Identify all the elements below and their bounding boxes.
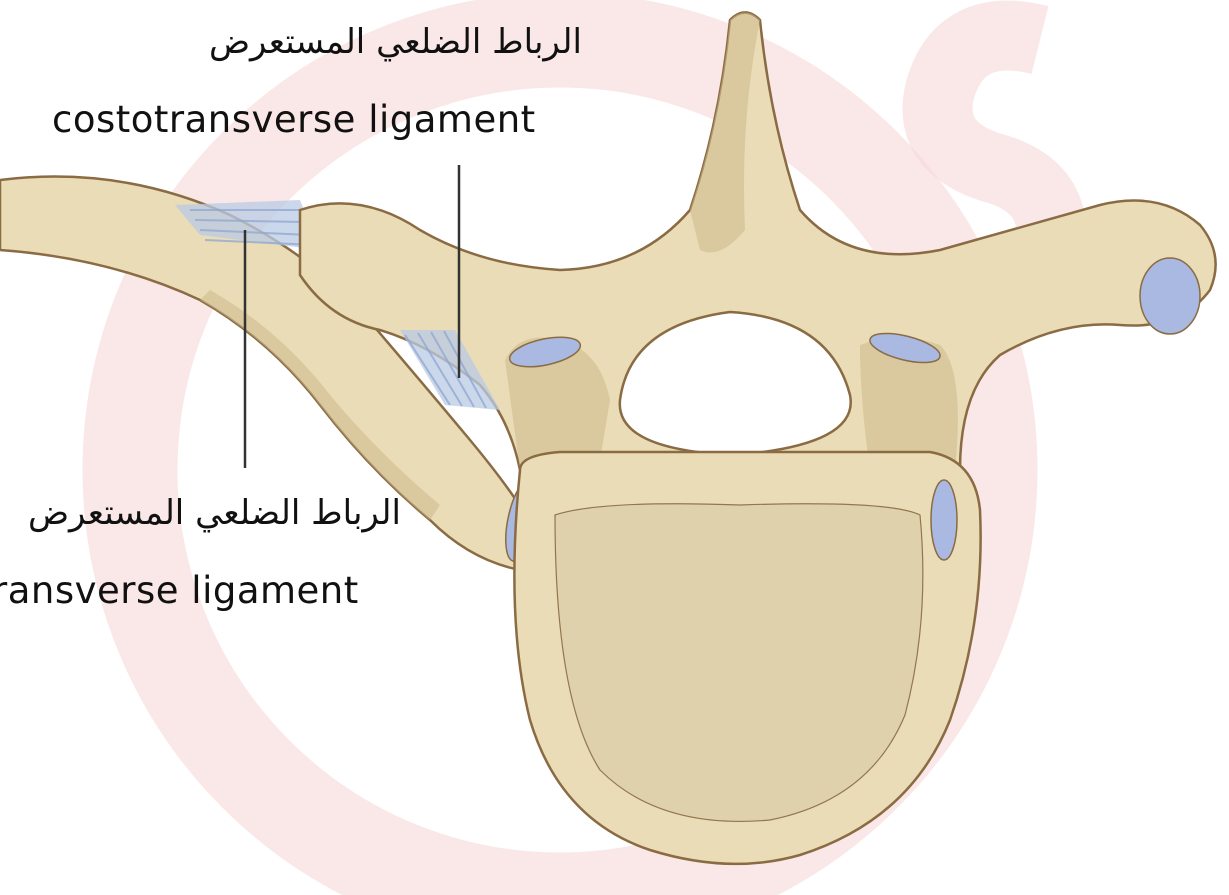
top-label-arabic: الرباط الضلعي المستعرض xyxy=(0,22,582,62)
top-label-english: costotransverse ligament xyxy=(52,98,536,141)
costal-facet-right xyxy=(931,480,957,560)
side-label-english: ransverse ligament xyxy=(0,569,359,612)
transverse-costal-facet xyxy=(1140,258,1200,334)
side-label-arabic: الرباط الضلعي المستعرض xyxy=(0,493,401,533)
